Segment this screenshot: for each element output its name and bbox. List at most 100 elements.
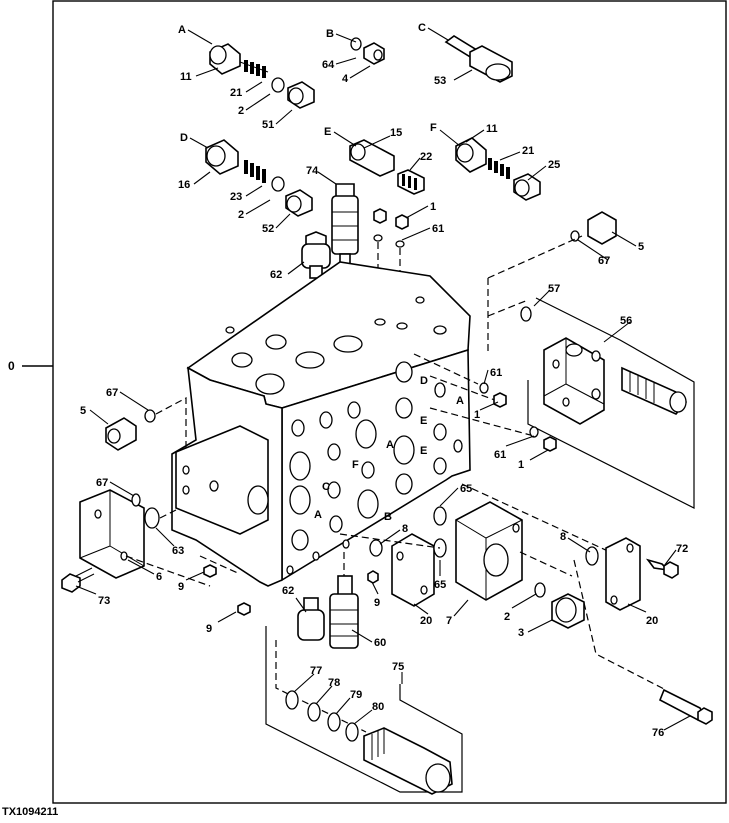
callout-53: 53	[434, 75, 446, 87]
callout-51: 51	[262, 119, 274, 131]
control-valve-body	[171, 261, 471, 587]
callout-75: 75	[392, 661, 404, 673]
sensor-C-group	[444, 35, 513, 83]
port-letter-A-1: A	[456, 395, 464, 407]
bolt-76	[573, 559, 713, 725]
callout-2-b: 2	[238, 209, 244, 221]
port-letter-E-1: E	[420, 415, 427, 427]
plug-5-left	[105, 397, 187, 452]
callout-1-a: 1	[430, 201, 436, 213]
callout-9-c: 9	[374, 597, 380, 609]
callout-56: 56	[620, 315, 632, 327]
port-letter-F: F	[352, 459, 359, 471]
adapter-block-7	[339, 483, 611, 601]
bolt-72	[645, 558, 679, 579]
valve-cartridge-60	[329, 552, 359, 649]
callout-65-a: 65	[460, 483, 472, 495]
plug-B-group	[350, 37, 385, 65]
callout-21-b: 21	[522, 145, 534, 157]
callout-77: 77	[310, 665, 322, 677]
callout-23: 23	[230, 191, 242, 203]
plug-9-c	[367, 570, 379, 584]
callout-25: 25	[548, 159, 560, 171]
callout-8-a: 8	[402, 523, 408, 535]
leader-lines	[75, 27, 691, 731]
callout-7: 7	[446, 615, 452, 627]
diagram-frame	[52, 0, 727, 804]
callout-6-a: 6	[156, 571, 162, 583]
callout-20-a: 20	[420, 615, 432, 627]
port-letter-A-3: A	[314, 509, 322, 521]
orings-77-80	[285, 690, 359, 742]
relief-valve-A-group	[209, 43, 315, 109]
callout-61-b: 61	[490, 367, 502, 379]
flange-plate-20-left	[369, 506, 447, 607]
solenoid-block-56	[543, 337, 688, 425]
callout-78: 78	[328, 677, 340, 689]
callout-64: 64	[322, 59, 335, 71]
check-valve-E-group	[349, 139, 425, 195]
callout-5-a: 5	[638, 241, 644, 253]
callout-62-b: 62	[282, 585, 294, 597]
callout-65-b: 65	[434, 579, 446, 591]
callout-F: F	[430, 122, 437, 134]
callout-D: D	[180, 132, 188, 144]
dash-line-57-box	[487, 235, 583, 354]
assembly-75-outline	[265, 626, 463, 793]
callout-80: 80	[372, 701, 384, 713]
flange-plate-20-right	[585, 537, 641, 611]
callout-2-c: 2	[504, 611, 510, 623]
callout-9-a: 9	[178, 581, 184, 593]
callout-3: 3	[518, 627, 524, 639]
callout-72: 72	[676, 543, 688, 555]
callout-57: 57	[548, 283, 560, 295]
callout-1-b: 1	[474, 409, 480, 421]
main-label: 0	[8, 359, 15, 373]
port-letter-B: B	[384, 511, 392, 523]
callout-A: A	[178, 24, 186, 36]
callout-4: 4	[342, 73, 349, 85]
bolt-73	[61, 567, 95, 593]
callout-52: 52	[262, 223, 274, 235]
callout-9-b: 9	[206, 623, 212, 635]
valve-62-top	[301, 231, 331, 279]
valve-62-bottom	[297, 597, 325, 641]
plug-5-top-right	[570, 211, 617, 245]
callout-62-a: 62	[270, 269, 282, 281]
port-letter-A-2: A	[386, 439, 394, 451]
callout-61-a: 61	[432, 223, 444, 235]
callout-73: 73	[98, 595, 110, 607]
callout-60: 60	[374, 637, 386, 649]
callout-67-a: 67	[598, 255, 610, 267]
plug-9-a	[203, 564, 217, 578]
callout-E: E	[324, 126, 331, 138]
port-letter-C: C	[322, 481, 330, 493]
assembly-56-outline	[527, 297, 695, 509]
callout-22: 22	[420, 151, 432, 163]
callout-5-b: 5	[80, 405, 86, 417]
callout-74: 74	[306, 165, 319, 177]
callout-21-a: 21	[230, 87, 242, 99]
callout-16: 16	[178, 179, 190, 191]
valve-75	[363, 727, 453, 795]
callout-labels: A 11 21 2 51 B 64 4 C 53 D 16 23 2 52 E …	[80, 22, 688, 739]
relief-valve-D-group	[205, 139, 313, 217]
relief-valve-F-group	[455, 137, 541, 201]
callout-76: 76	[652, 727, 664, 739]
callout-61-c: 61	[494, 449, 506, 461]
plugs-1-and-orings-61-right	[413, 353, 557, 452]
callout-C: C	[418, 22, 426, 34]
port-letter-D-1: D	[420, 375, 428, 387]
callout-B: B	[326, 28, 334, 40]
oring-57	[520, 306, 532, 322]
plug-9-b	[237, 602, 251, 616]
callout-1-c: 1	[518, 459, 524, 471]
callout-8-b: 8	[560, 531, 566, 543]
cover-plate-6	[79, 489, 241, 587]
port-letter-E-2: E	[420, 445, 427, 457]
valve-cartridge-74	[331, 183, 359, 265]
callout-20-b: 20	[646, 615, 658, 627]
callout-11-a: 11	[180, 71, 192, 83]
callout-67-b: 67	[106, 387, 118, 399]
